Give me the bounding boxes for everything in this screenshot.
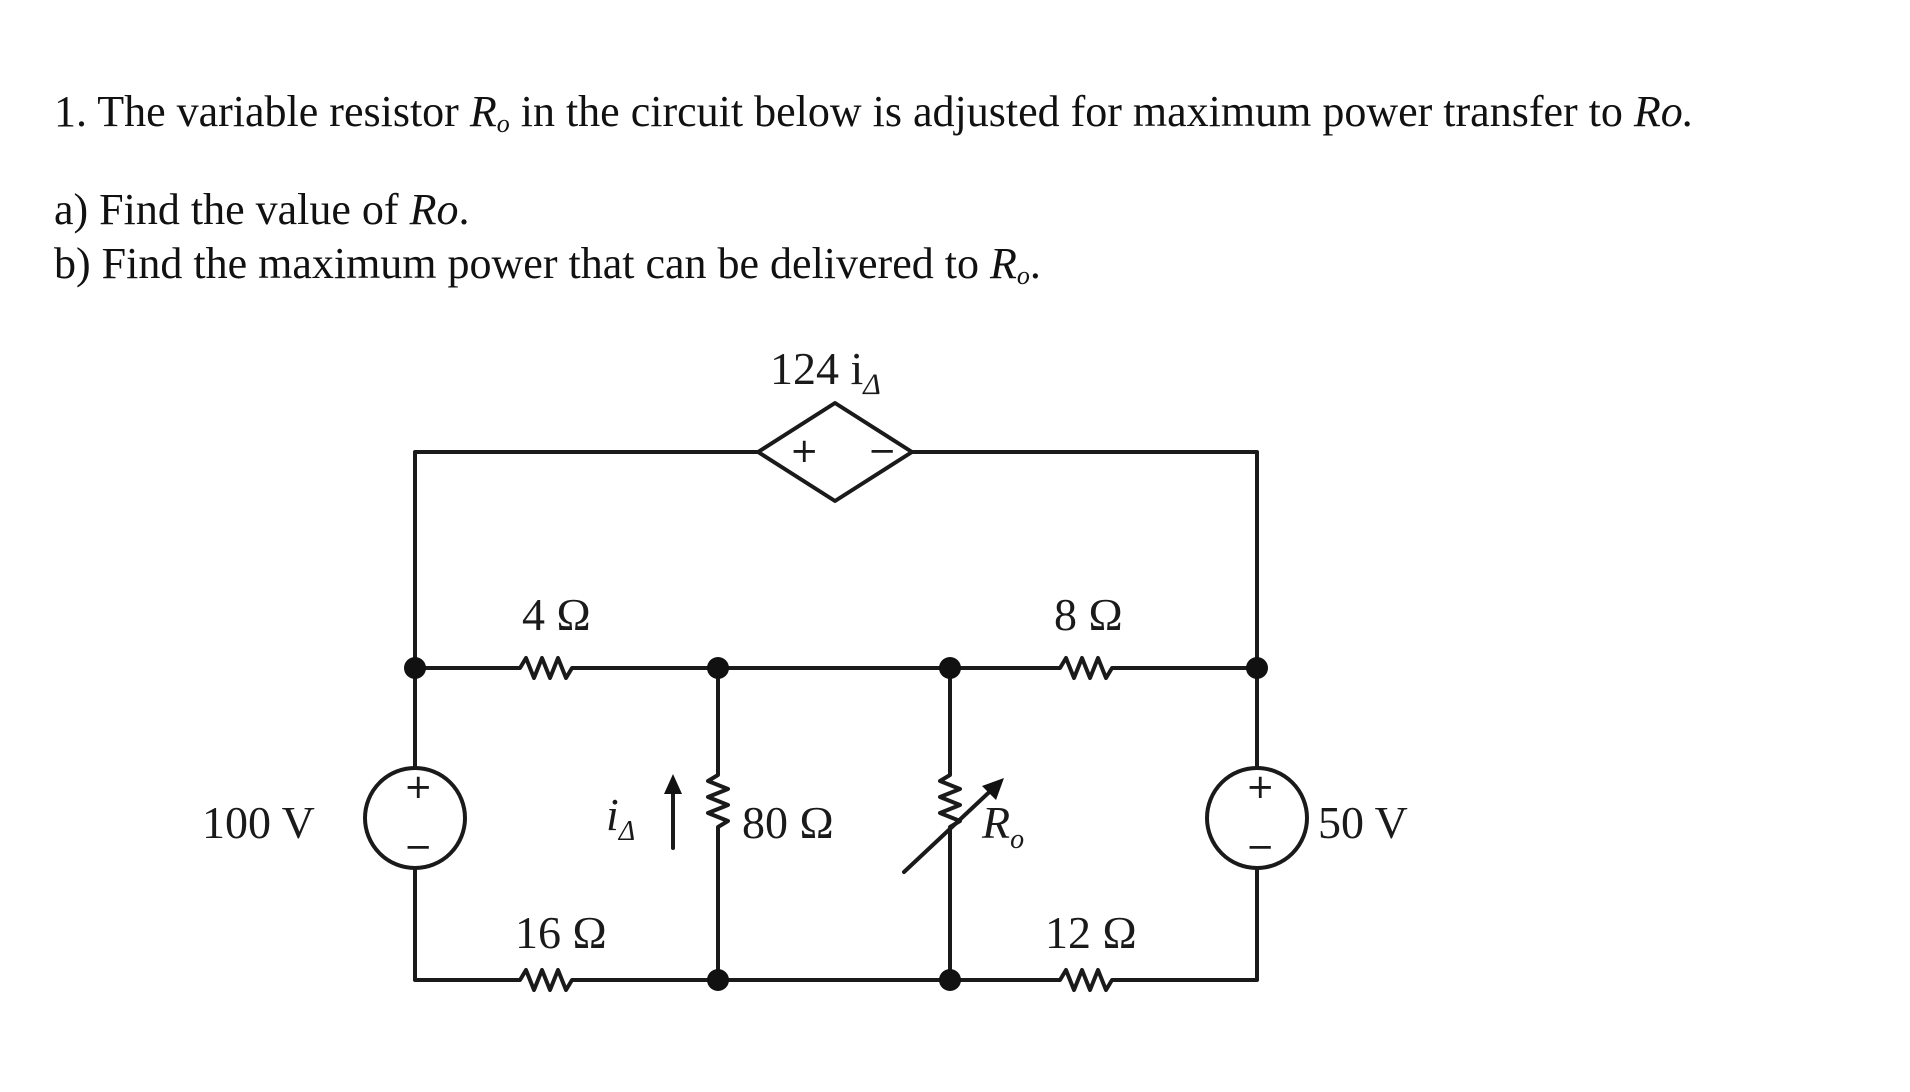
voltage-source-100v	[363, 766, 467, 870]
source-100v-minus: −	[404, 827, 433, 867]
node-bottom-mid-left	[707, 969, 729, 991]
variable-arrow-head	[982, 778, 1004, 800]
top-wire	[413, 450, 1259, 670]
dep-plus-sign: +	[790, 431, 819, 471]
question-b: b) Find the maximum power that can be de…	[54, 239, 1041, 290]
dependent-voltage-source	[756, 401, 914, 503]
voltage-source-50v	[1205, 766, 1309, 870]
node-top-right	[1246, 657, 1268, 679]
source-100v-label: 100 V	[202, 797, 315, 848]
dep-minus-sign: −	[868, 431, 897, 471]
variable-arrow	[902, 780, 1002, 874]
middle-wire	[413, 656, 1259, 680]
resistor-80-branch	[706, 666, 730, 982]
resistor-16-label: 16 Ω	[515, 907, 607, 958]
bottom-wire	[413, 866, 1259, 992]
question-1: 1. The variable resistor Ro in the circu…	[54, 87, 1694, 138]
source-50v-label: 50 V	[1318, 797, 1408, 848]
node-bottom-mid-right	[939, 969, 961, 991]
node-top-left	[404, 657, 426, 679]
question-a: a) Find the value of Ro.	[54, 185, 470, 234]
current-arrow-head	[664, 774, 682, 794]
resistor-ro-label: Ro	[981, 797, 1024, 855]
node-top-mid-right	[939, 657, 961, 679]
source-50v-minus: −	[1246, 827, 1275, 867]
resistor-80-label: 80 Ω	[742, 797, 834, 848]
node-top-mid-left	[707, 657, 729, 679]
current-label: iΔ	[606, 789, 635, 847]
source-50v-plus: +	[1246, 767, 1275, 807]
source-100v-plus: +	[404, 767, 433, 807]
resistor-4-label: 4 Ω	[522, 589, 591, 640]
resistor-12-label: 12 Ω	[1045, 907, 1137, 958]
ro-symbol: R	[469, 87, 497, 136]
resistor-8-label: 8 Ω	[1054, 589, 1123, 640]
dependent-source-label: 124 iΔ	[770, 343, 881, 401]
